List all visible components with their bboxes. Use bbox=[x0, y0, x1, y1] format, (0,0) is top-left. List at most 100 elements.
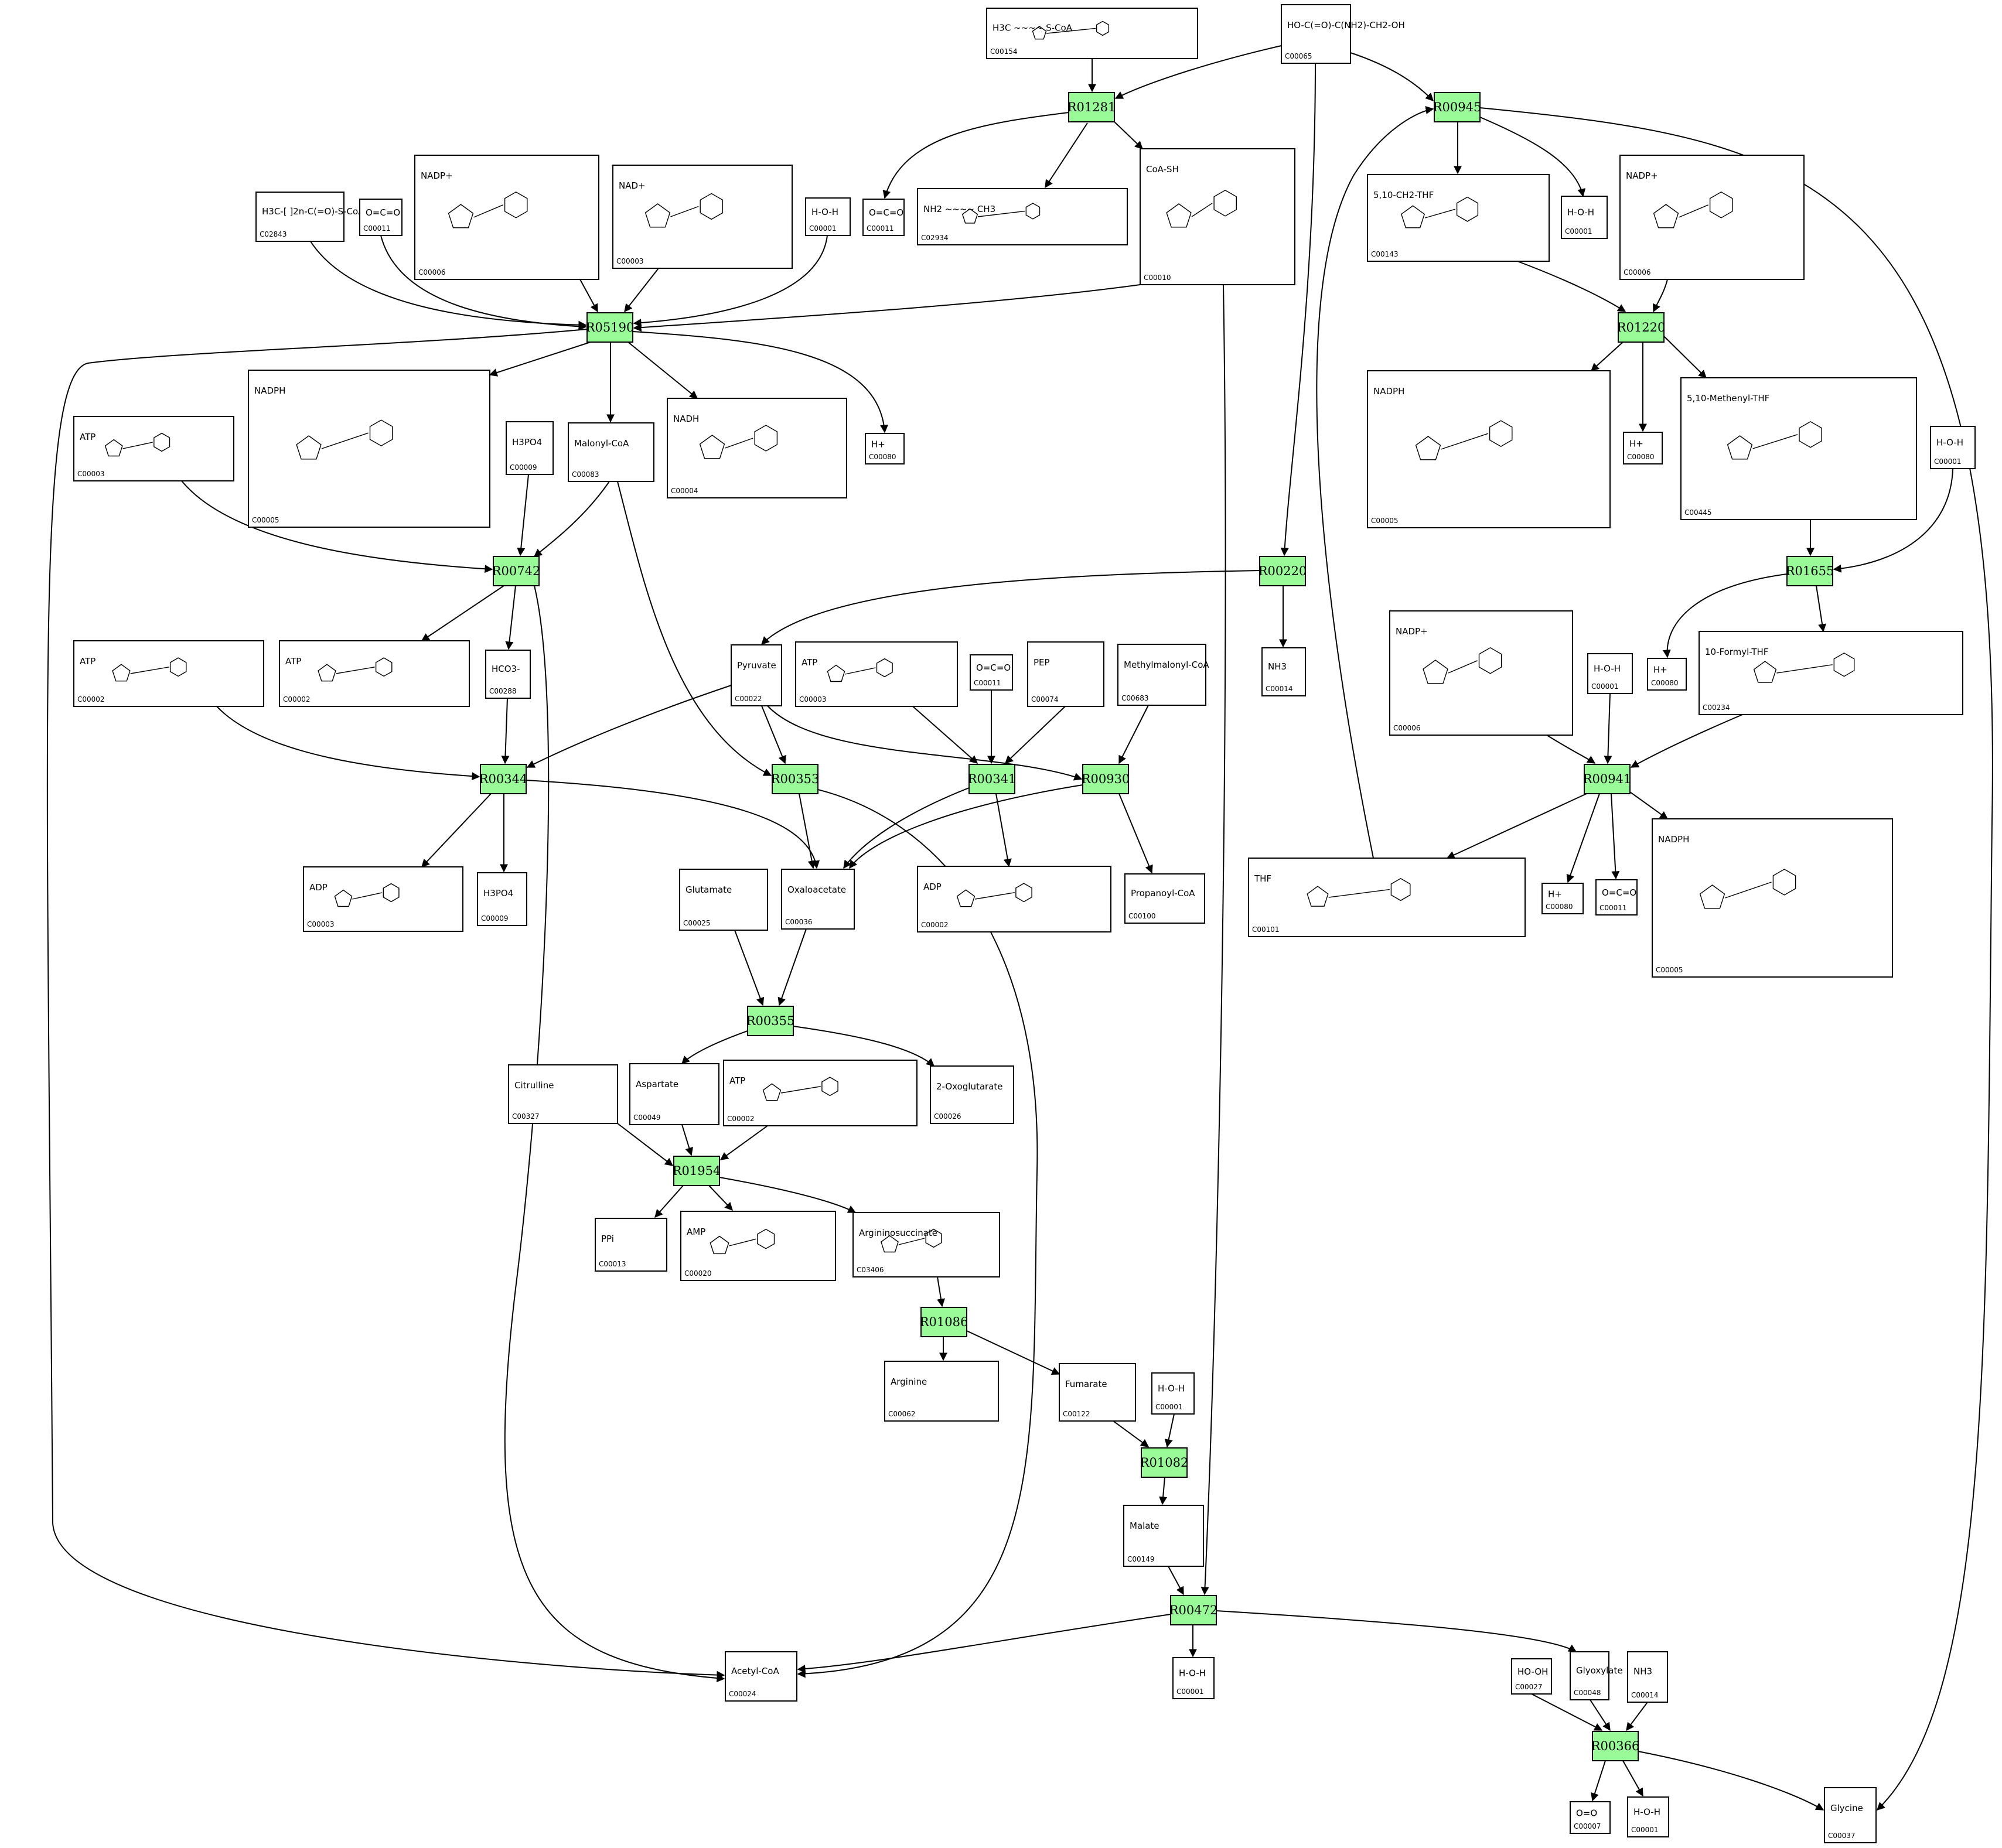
ring-glyph bbox=[700, 193, 724, 220]
edge bbox=[797, 1614, 1171, 1673]
reaction-r00353[interactable]: R00353 bbox=[771, 764, 820, 794]
compound-box bbox=[255, 192, 345, 242]
compound-structure-label: AMP bbox=[687, 1227, 705, 1237]
reaction-r00472[interactable]: R00472 bbox=[1169, 1595, 1218, 1625]
compound-c00080[interactable]: H+C00080 bbox=[865, 433, 905, 464]
compound-c00006[interactable]: NADP+C00006 bbox=[1619, 155, 1805, 280]
compound-id-label: C00003 bbox=[77, 470, 105, 478]
compound-c00006[interactable]: NADP+C00006 bbox=[1389, 610, 1573, 736]
compound-c00080[interactable]: H+C00080 bbox=[1647, 658, 1687, 691]
compound-box bbox=[485, 650, 531, 699]
reaction-r01220[interactable]: R01220 bbox=[1617, 312, 1666, 343]
compound-c00003[interactable]: NAD+C00003 bbox=[612, 165, 793, 269]
reaction-r00366[interactable]: R00366 bbox=[1591, 1731, 1640, 1761]
reaction-r05190[interactable]: R05190 bbox=[586, 312, 635, 343]
reaction-r00220[interactable]: R00220 bbox=[1259, 556, 1307, 586]
reaction-r00355[interactable]: R00355 bbox=[746, 1006, 795, 1036]
reaction-r00941[interactable]: R00941 bbox=[1583, 764, 1632, 794]
reaction-r00742[interactable]: R00742 bbox=[492, 556, 541, 586]
reaction-r01281[interactable]: R01281 bbox=[1067, 92, 1116, 122]
compound-id-label: C00100 bbox=[1128, 912, 1156, 920]
compound-structure-label: Propanoyl-CoA bbox=[1131, 888, 1195, 899]
reaction-r01655[interactable]: R01655 bbox=[1786, 556, 1834, 586]
compound-id-label: C00234 bbox=[1703, 703, 1730, 712]
compound-structure-label: CoA-SH bbox=[1146, 164, 1179, 175]
edge bbox=[501, 698, 510, 764]
ring-glyph bbox=[757, 1228, 775, 1249]
compound-c00080[interactable]: H+C00080 bbox=[1541, 883, 1584, 914]
reaction-id-label: R01281 bbox=[1067, 100, 1116, 114]
compound-c00080[interactable]: H+C00080 bbox=[1623, 432, 1663, 464]
reaction-r01086[interactable]: R01086 bbox=[920, 1307, 968, 1337]
compound-structure-label: O=O bbox=[1576, 1808, 1597, 1818]
compound-c00288[interactable]: HCO3-C00288 bbox=[485, 650, 531, 699]
ring-glyph bbox=[1423, 660, 1448, 684]
reaction-r00344[interactable]: R00344 bbox=[479, 764, 528, 794]
compound-c00006[interactable]: NADP+C00006 bbox=[414, 155, 599, 280]
reaction-r00341[interactable]: R00341 bbox=[968, 764, 1017, 794]
compound-box bbox=[805, 197, 851, 236]
compound-structure-label: Pyruvate bbox=[737, 660, 776, 671]
reaction-r00945[interactable]: R00945 bbox=[1433, 92, 1482, 122]
reaction-r01082[interactable]: R01082 bbox=[1140, 1447, 1189, 1478]
compound-c00100[interactable]: Propanoyl-CoA C00100 bbox=[1124, 873, 1205, 924]
reaction-r01954[interactable]: R01954 bbox=[673, 1156, 721, 1186]
reaction-r00930[interactable]: R00930 bbox=[1082, 764, 1130, 794]
